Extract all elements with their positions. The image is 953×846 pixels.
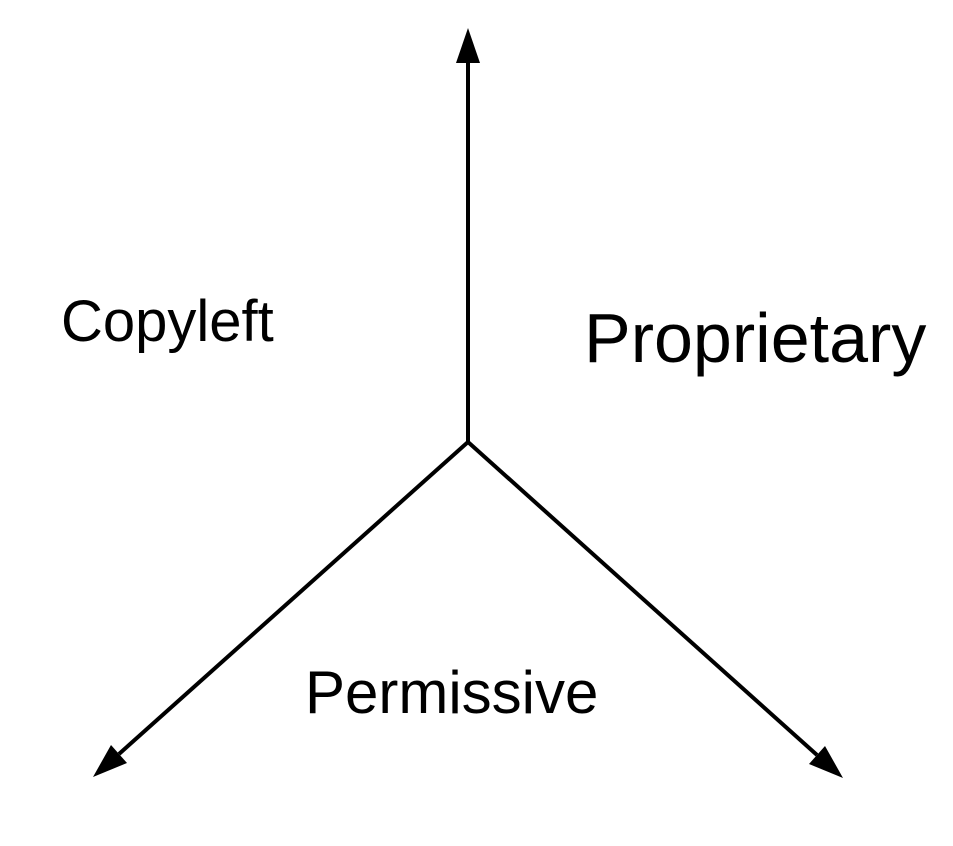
up-arrow-icon xyxy=(456,28,480,442)
label-copyleft: Copyleft xyxy=(61,289,274,354)
label-permissive: Permissive xyxy=(305,659,599,726)
label-proprietary: Proprietary xyxy=(584,299,927,377)
down-right-arrow-icon xyxy=(466,440,843,778)
down-left-arrow-icon xyxy=(93,440,470,777)
